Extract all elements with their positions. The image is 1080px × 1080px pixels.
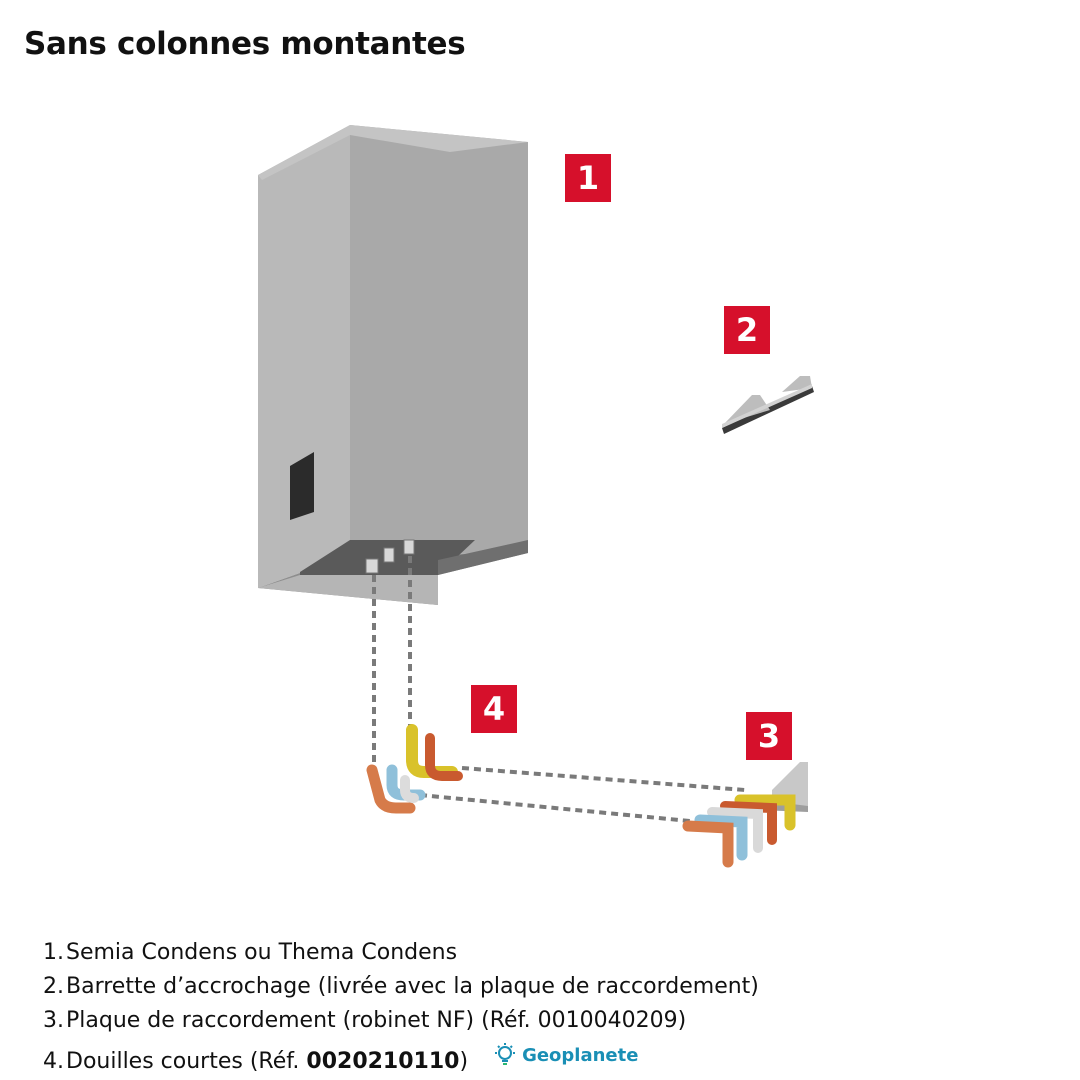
page-title: Sans colonnes montantes — [24, 26, 466, 62]
connection-guides — [372, 556, 746, 824]
legend-item-text: Douilles courtes (Réf. 0020210110) — [66, 1049, 468, 1074]
legend-item: 1. Semia Condens ou Thema Condens — [20, 940, 1060, 974]
legend-item-number: 4. — [43, 1049, 64, 1074]
boiler-illustration — [258, 125, 528, 605]
legend-item-text-suffix: ) — [459, 1049, 469, 1074]
legend-item: 4. Douilles courtes (Réf. 0020210110) Ge… — [20, 1042, 1060, 1076]
legend-item-number: 3. — [43, 1008, 64, 1033]
legend-item-text-prefix: Douilles courtes (Réf. — [66, 1049, 307, 1074]
connection-plate-illustration — [682, 762, 808, 868]
legend-item-reference: 0020210110 — [306, 1049, 460, 1074]
legend-list: 1. Semia Condens ou Thema Condens 2. Bar… — [20, 940, 1060, 1076]
installation-diagram — [258, 125, 814, 868]
hanging-bar-illustration — [722, 376, 814, 434]
brand-name: Geoplanete — [522, 1044, 639, 1066]
short-fittings-illustration — [366, 724, 463, 814]
badge-2: 2 — [724, 306, 770, 354]
legend-item-number: 1. — [43, 940, 64, 965]
legend-item-text: Semia Condens ou Thema Condens — [66, 940, 458, 965]
legend-item-text: Barrette d’accrochage (livrée avec la pl… — [66, 974, 759, 999]
brand-logo: Geoplanete — [492, 1042, 638, 1068]
legend-item: 3. Plaque de raccordement (robinet NF) (… — [20, 1008, 1060, 1042]
badge-1: 1 — [565, 154, 611, 202]
badge-3: 3 — [746, 712, 792, 760]
lightbulb-icon — [495, 1043, 516, 1065]
badge-4: 4 — [471, 685, 517, 733]
legend-item: 2. Barrette d’accrochage (livrée avec la… — [20, 974, 1060, 1008]
legend-item-text: Plaque de raccordement (robinet NF) (Réf… — [66, 1008, 687, 1033]
legend-item-number: 2. — [43, 974, 64, 999]
